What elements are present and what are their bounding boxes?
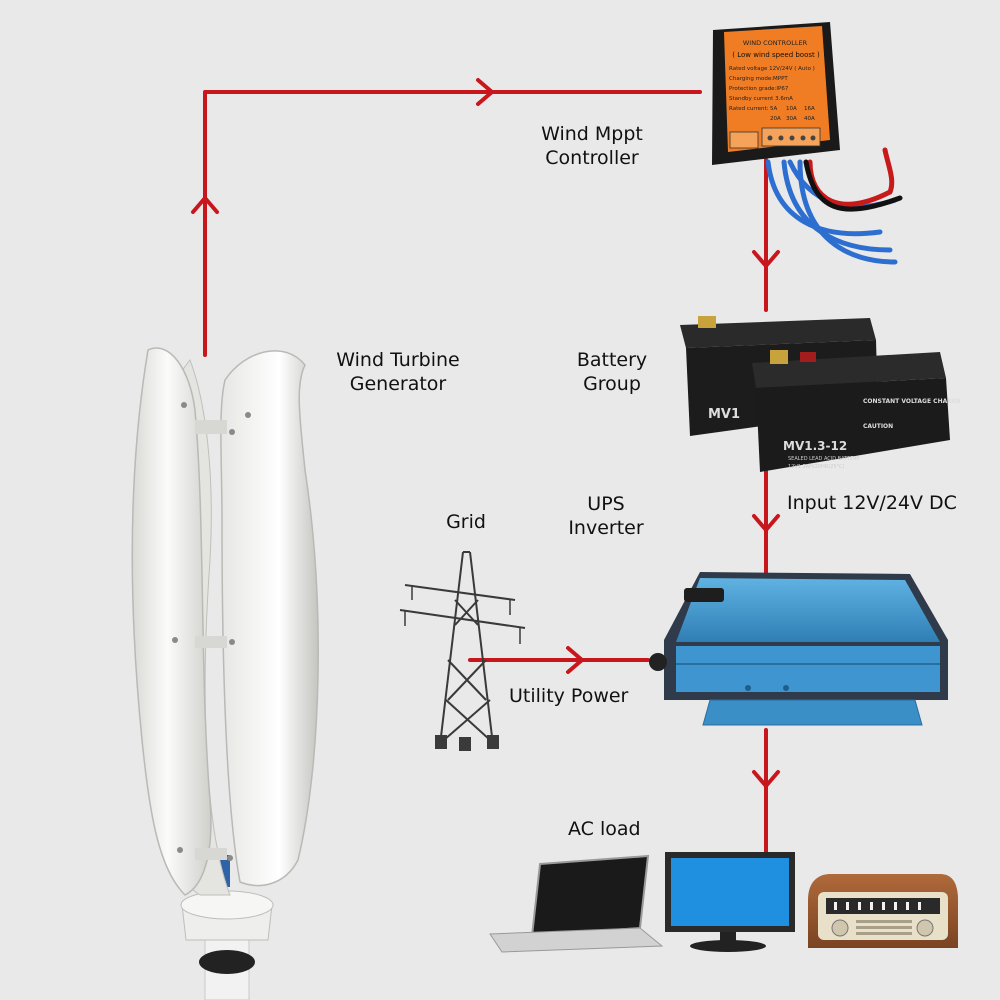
arrow-down-icon bbox=[752, 250, 780, 268]
battery-back-model: MV1 bbox=[708, 407, 740, 422]
controller-current-5a: 5A bbox=[770, 106, 777, 112]
battery-label-line-1: Battery bbox=[576, 349, 648, 371]
turbine-label-line-1: Wind Turbine bbox=[336, 349, 460, 371]
inverter-label: UPS Inverter bbox=[556, 492, 656, 540]
ac-load-label: AC load bbox=[568, 818, 641, 840]
controller-current-30a: 30A bbox=[786, 116, 797, 122]
laptop-icon bbox=[489, 854, 664, 953]
flow-turbine-to-controller bbox=[203, 90, 702, 357]
battery-front: CONSTANT VOLTAGE CHARGE CAUTION MV1.3-12… bbox=[752, 350, 961, 472]
battery-model: MV1.3-12 bbox=[783, 439, 847, 453]
battery-group-icon: MV1 CONSTANT VOLTAGE CHARGE CAUTION MV1.… bbox=[680, 316, 961, 472]
ups-inverter-icon bbox=[649, 572, 948, 726]
controller-subtitle: ( Low wind speed boost ) bbox=[732, 51, 820, 59]
wind-controller-icon: WIND CONTROLLER ( Low wind speed boost )… bbox=[712, 22, 903, 265]
arrow-up-icon bbox=[191, 196, 219, 214]
battery-label-line-2: Group bbox=[583, 373, 641, 395]
controller-label: Wind Mppt Controller bbox=[527, 122, 657, 170]
controller-spec-4: Standby current 3.6mA bbox=[729, 96, 793, 102]
controller-current-label: Rated current: bbox=[729, 106, 769, 112]
wind-turbine-icon bbox=[131, 347, 319, 1000]
controller-title: WIND CONTROLLER bbox=[743, 39, 808, 47]
controller-label-line-2: Controller bbox=[545, 147, 639, 169]
controller-label-line-1: Wind Mppt bbox=[541, 123, 643, 145]
controller-spec-2: Charging mode:MPPT bbox=[729, 76, 788, 82]
battery-sub: SEALED LEAD ACID BATTERY bbox=[788, 456, 860, 462]
turbine-label-line-2: Generator bbox=[349, 373, 447, 395]
utility-power-label: Utility Power bbox=[509, 685, 629, 707]
controller-spec-1: Rated voltage 12V/24V ( Auto ) bbox=[729, 66, 815, 72]
battery-header: CONSTANT VOLTAGE CHARGE bbox=[863, 398, 961, 405]
monitor-icon bbox=[665, 852, 795, 952]
radio-icon bbox=[808, 874, 958, 948]
grid-label: Grid bbox=[446, 511, 486, 533]
inverter-label-line-2: Inverter bbox=[568, 517, 644, 539]
power-pylon-icon bbox=[399, 551, 526, 751]
arrow-down-icon bbox=[752, 770, 780, 788]
turbine-label: Wind Turbine Generator bbox=[318, 348, 478, 396]
battery-label: Battery Group bbox=[560, 348, 664, 396]
controller-current-16a: 16A bbox=[804, 106, 815, 112]
flow-lines bbox=[191, 78, 780, 864]
controller-current-40a: 40A bbox=[804, 116, 815, 122]
controller-current-20a: 20A bbox=[770, 116, 781, 122]
battery-spec: 12V1.3AH/20HR(25°C) bbox=[788, 464, 844, 470]
dc-input-label: Input 12V/24V DC bbox=[787, 492, 957, 514]
controller-current-10a: 10A bbox=[786, 106, 797, 112]
battery-caution: CAUTION bbox=[863, 423, 893, 430]
controller-spec-3: Protection grade:IP67 bbox=[729, 86, 789, 92]
arrow-right-icon bbox=[476, 78, 494, 106]
arrow-right-icon bbox=[566, 646, 584, 674]
arrow-down-icon bbox=[752, 514, 780, 532]
inverter-label-line-1: UPS bbox=[587, 493, 625, 515]
